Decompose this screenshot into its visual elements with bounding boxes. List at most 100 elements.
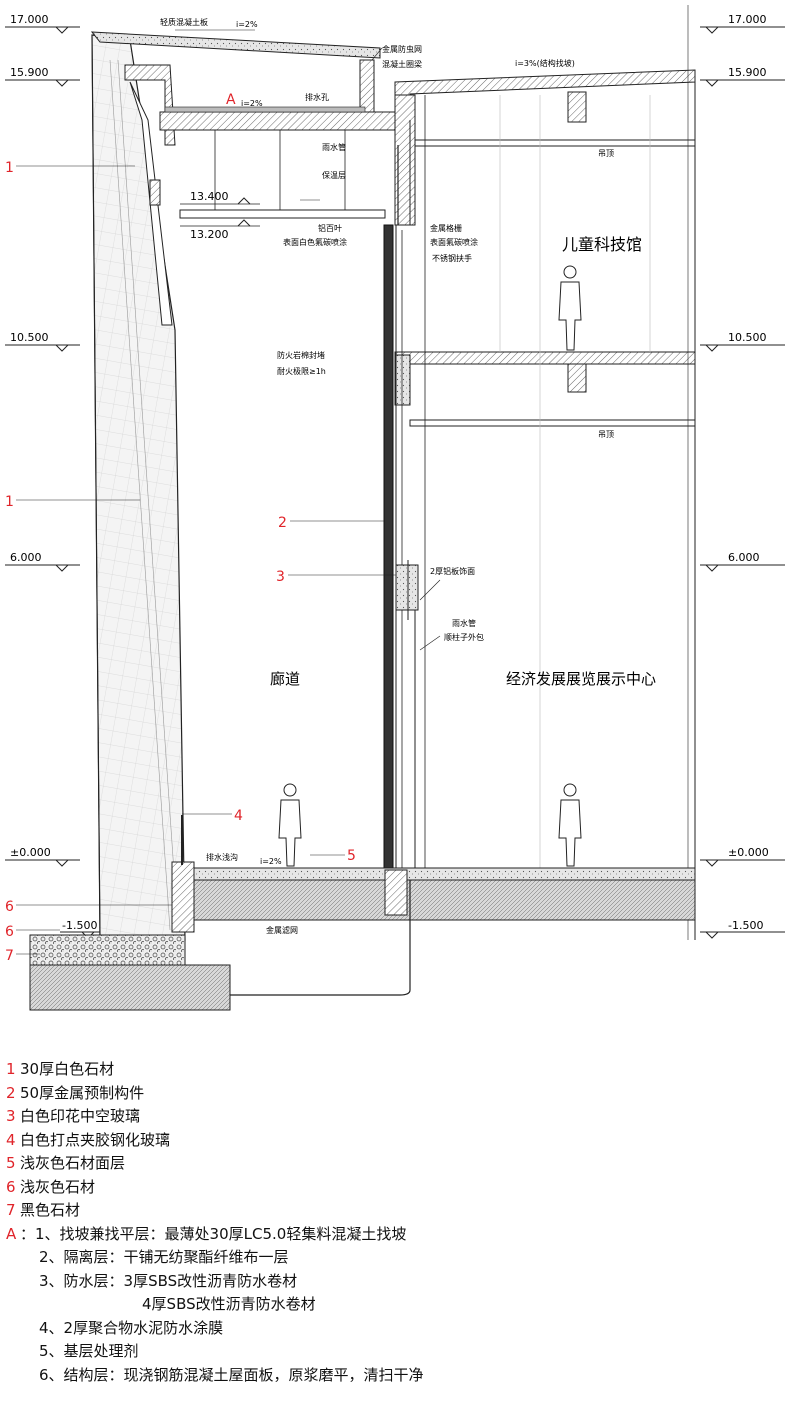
right-roof-beam — [567, 91, 587, 123]
drainage-gutter — [171, 861, 195, 933]
tag-2: 2 — [278, 515, 287, 531]
roof-slab-a — [159, 111, 406, 131]
foundation-earth — [179, 879, 696, 921]
level-marker-13400: 13.400 — [180, 190, 260, 205]
level-marker-10500-right: 10.500 — [700, 331, 785, 352]
cladding-anchor — [149, 179, 161, 206]
legend-lead: ： — [20, 1224, 36, 1243]
cladding-top-bracket — [124, 64, 176, 146]
callout-slope-3: i=3%(结构找坡) — [515, 58, 575, 68]
legend-text: 浅灰色石材 — [20, 1177, 96, 1196]
level-marker-6000-right: 6.000 — [700, 551, 785, 572]
legend-item-A-3: 3、防水层：3厚SBS改性沥青防水卷材 — [6, 1270, 786, 1294]
tag-1-lower: 1 — [5, 494, 14, 510]
tag-1-upper: 1 — [5, 160, 14, 176]
level-marker-15900-right: 15.900 — [700, 66, 785, 87]
svg-text:10.500: 10.500 — [728, 331, 767, 344]
legend-item-A-2: 2、隔离层：干铺无纺聚酯纤维布一层 — [6, 1246, 786, 1270]
person-figure-corridor — [278, 783, 302, 867]
callout-gutter: 排水浅沟 — [206, 852, 238, 862]
legend-text: 6、结构层：现浇钢筋混凝土屋面板，原浆磨平，清扫干净 — [39, 1365, 424, 1384]
level-marker-10500-left: 10.500 — [5, 331, 80, 352]
legend-text: 4厚SBS改性沥青防水卷材 — [142, 1295, 316, 1313]
tag-A: A — [226, 92, 236, 108]
callout-fire-rating: 耐火极限≥1h — [277, 366, 326, 376]
legend-text: 黑色石材 — [20, 1201, 81, 1219]
legend-item-A-3b: 4厚SBS改性沥青防水卷材 — [6, 1293, 786, 1317]
callout-insect-net: 金属防虫网 — [382, 44, 422, 54]
callout-ceiling-top: 吊顶 — [598, 149, 614, 158]
legend-text: 2、隔离层：干铺无纺聚酯纤维布一层 — [39, 1248, 289, 1266]
dark-stone-paving — [29, 934, 186, 966]
svg-text:-1.500: -1.500 — [728, 919, 763, 932]
legend-text: 4、2厚聚合物水泥防水涂膜 — [39, 1318, 224, 1337]
legend-item-A-4: 4、2厚聚合物水泥防水涂膜 — [6, 1317, 786, 1341]
level-marker-0000-left: ±0.000 — [5, 846, 80, 867]
callout-slope-2a: i=2% — [241, 99, 263, 108]
section-drawing: 17.000 15.900 10.500 6.000 ±0.000 -1.500… — [5, 5, 785, 1011]
legend-text: 5、基层处理剂 — [39, 1342, 139, 1360]
callout-slope-floor: i=2% — [260, 857, 282, 866]
svg-text:17.000: 17.000 — [728, 13, 767, 26]
callout-louver-finish: 表面白色氟碳喷涂 — [283, 237, 347, 247]
legend-item-A-5: 5、基层处理剂 — [6, 1340, 786, 1364]
callout-filter-net: 金属滤网 — [266, 925, 298, 935]
level-marker-6000-left: 6.000 — [5, 551, 80, 572]
upper-ceiling — [409, 139, 696, 147]
callout-slope-top: i=2% — [236, 20, 258, 29]
legend-text: 白色印花中空玻璃 — [20, 1107, 141, 1125]
wall-footing — [384, 869, 408, 916]
legend-num: 1 — [6, 1060, 16, 1078]
legend-num: 6 — [6, 1177, 16, 1196]
legend-num: A — [6, 1224, 17, 1243]
level-marker-17000-left: 17.000 — [5, 13, 80, 34]
legend-num: 3 — [6, 1107, 16, 1125]
callout-insulation: 保温层 — [322, 170, 346, 180]
legend-text: 50厚金属预制构件 — [20, 1083, 145, 1102]
legend-text: 1、找坡兼找平层：最薄处30厚LC5.0轻集料混凝土找坡 — [35, 1224, 407, 1243]
parapet-roof-slab — [90, 31, 381, 59]
person-figure-expo — [558, 783, 582, 867]
svg-text:17.000: 17.000 — [10, 13, 49, 26]
tag-6-lower: 6 — [5, 924, 14, 940]
callout-ring-beam: 混凝土圈梁 — [382, 59, 422, 69]
svg-text:13.200: 13.200 — [190, 228, 229, 241]
tag-3: 3 — [276, 569, 285, 585]
legend-text: 3、防水层：3厚SBS改性沥青防水卷材 — [39, 1271, 298, 1290]
fire-seal-block — [394, 354, 411, 406]
svg-text:15.900: 15.900 — [728, 66, 767, 79]
callout-ceiling-mid: 吊顶 — [598, 430, 614, 439]
legend-num: 7 — [6, 1201, 16, 1219]
level-marker-0000-right: ±0.000 — [700, 846, 785, 867]
glass-unit-mullion — [395, 564, 419, 611]
callout-metal-grille: 金属格栅 — [430, 223, 462, 233]
legend-num: 2 — [6, 1083, 16, 1102]
aluminium-louver — [179, 209, 386, 219]
level-marker-minus1500-right: -1.500 — [700, 919, 785, 939]
legend-num: 4 — [6, 1130, 16, 1149]
room-label-corridor: 廊道 — [270, 670, 300, 688]
callout-rain-pipe: 雨水管 — [452, 618, 476, 628]
stone-cladding-wall — [91, 34, 186, 941]
callout-handrail: 不锈钢扶手 — [432, 253, 472, 263]
svg-text:13.400: 13.400 — [190, 190, 229, 203]
mid-floor-slab — [394, 351, 696, 365]
callout-drain-hole: 排水孔 — [305, 92, 329, 102]
ground-floor-slab — [179, 867, 696, 881]
tag-6-upper: 6 — [5, 899, 14, 915]
callout-grille-finish: 表面氟碳喷涂 — [430, 237, 478, 247]
svg-text:-1.500: -1.500 — [62, 919, 97, 932]
level-marker-13200: 13.200 — [180, 219, 260, 241]
tag-7: 7 — [5, 948, 14, 964]
legend-item-A: A：1、找坡兼找平层：最薄处30厚LC5.0轻集料混凝土找坡 — [6, 1223, 786, 1247]
base-earth — [29, 964, 231, 1011]
svg-text:±0.000: ±0.000 — [728, 846, 769, 859]
level-marker-15900-left: 15.900 — [5, 66, 80, 87]
